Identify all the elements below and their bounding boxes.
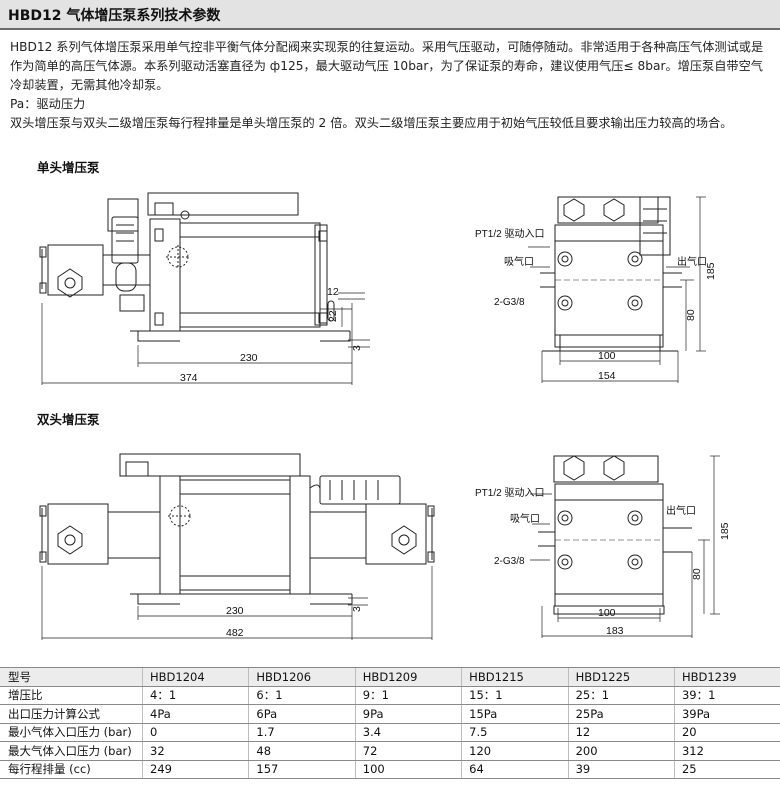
table-cell: 15：1 [461,686,569,705]
table-cell: 48 [248,741,356,761]
single-head-label: 单头增压泵 [37,160,100,175]
single-dim-12: 12 [327,286,339,298]
single-dim-22: 22 [327,310,339,322]
table-cell: HBD1206 [248,667,356,687]
table-cell: 120 [461,741,569,761]
table-cell: 4Pa [141,704,249,724]
double-label-outlet: 出气口 [666,504,696,517]
spec-table: 型号 HBD1204 HBD1206 HBD1209 HBD1215 HBD12… [0,667,780,779]
table-cell: HBD1215 [461,667,569,687]
table-row: 型号 HBD1204 HBD1206 HBD1209 HBD1215 HBD12… [0,667,780,687]
double-label-intake: 吸气口 [510,512,540,525]
table-cell: 型号 [0,667,143,687]
table-cell: HBD1239 [673,667,780,687]
intro-paragraph-2: Pa：驱动压力 [10,97,86,111]
single-side-view-drawing: 12 22 3 230 374 [39,192,370,385]
table-cell: HBD1204 [141,667,249,687]
double-dim-3: 3 [351,606,363,612]
table-cell: 72 [354,741,462,761]
single-dim-185: 185 [705,262,717,280]
table-row: 最小气体入口压力 (bar) 0 1.7 3.4 7.5 12 20 [0,723,780,742]
single-label-drive-inlet: PT1/2 驱动入口 [475,228,544,240]
table-row: 增压比 4：1 6：1 9：1 15：1 25：1 39：1 [0,686,780,705]
double-head-label: 双头增压泵 [37,412,100,427]
table-row: 出口压力计算公式 4Pa 6Pa 9Pa 15Pa 25Pa 39Pa [0,704,780,724]
single-dim-100: 100 [598,350,616,362]
table-cell: 1.7 [248,723,356,742]
table-cell: 每行程排量 (cc) [0,760,143,779]
double-end-view-drawing: PT1/2 驱动入口 吸气口 出气口 2-G3/8 185 80 100 183 [475,455,731,638]
table-cell: 25：1 [567,686,675,705]
title-bar: HBD12 气体增压泵系列技术参数 [0,0,780,30]
single-dim-80: 80 [685,309,697,321]
single-end-view-drawing: PT1/2 驱动入口 吸气口 出气口 2-G3/8 185 80 100 154 [475,196,717,383]
table-cell: 0 [141,723,249,742]
table-cell: 7.5 [461,723,569,742]
double-side-view-drawing: 3 230 482 [39,453,435,640]
table-cell: 64 [461,760,569,779]
table-row: 每行程排量 (cc) 249 157 100 64 39 25 [0,760,780,779]
double-dim-183: 183 [606,625,624,637]
table-cell: 12 [567,723,675,742]
single-label-intake: 吸气口 [504,255,534,268]
table-cell: 32 [141,741,249,761]
table-cell: HBD1225 [567,667,675,687]
table-cell: 39：1 [673,686,780,705]
single-label-port: 2-G3/8 [494,297,525,308]
table-cell: 249 [141,760,249,779]
double-dim-185: 185 [719,522,731,540]
intro-paragraph-1: HBD12 系列气体增压泵采用单气控非平衡气体分配阀来实现泵的往复运动。采用气压… [10,40,764,92]
table-cell: 出口压力计算公式 [0,704,143,724]
single-dim-154: 154 [598,370,616,382]
table-cell: 4：1 [141,686,249,705]
table-cell: 312 [673,741,780,761]
double-label-drive-inlet: PT1/2 驱动入口 [475,487,544,499]
table-cell: 200 [567,741,675,761]
table-cell: 20 [673,723,780,742]
table-cell: 9Pa [354,704,462,724]
table-cell: 15Pa [461,704,569,724]
table-cell: 25 [673,760,780,779]
table-cell: 25Pa [567,704,675,724]
single-dim-374: 374 [180,372,198,384]
page-title: HBD12 气体增压泵系列技术参数 [8,8,221,24]
double-label-port: 2-G3/8 [494,556,525,567]
table-cell: 6Pa [248,704,356,724]
double-dim-80: 80 [691,568,703,580]
double-dim-482: 482 [226,627,244,639]
table-cell: 最大气体入口压力 (bar) [0,741,143,761]
single-label-outlet: 出气口 [677,255,707,268]
table-cell: 39Pa [673,704,780,724]
single-dim-230: 230 [240,352,258,364]
single-dim-3: 3 [351,345,363,351]
table-cell: 100 [354,760,462,779]
table-cell: 9：1 [354,686,462,705]
intro-text: HBD12 系列气体增压泵采用单气控非平衡气体分配阀来实现泵的往复运动。采用气压… [10,38,775,133]
double-dim-100: 100 [598,607,616,619]
table-cell: 6：1 [248,686,356,705]
table-cell: 157 [248,760,356,779]
table-cell: 3.4 [354,723,462,742]
table-cell: 39 [567,760,675,779]
table-cell: 最小气体入口压力 (bar) [0,723,143,742]
table-cell: 增压比 [0,686,143,705]
table-row: 最大气体入口压力 (bar) 32 48 72 120 200 312 [0,741,780,761]
double-dim-230: 230 [226,605,244,617]
intro-paragraph-3: 双头增压泵与双头二级增压泵每行程排量是单头增压泵的 2 倍。双头二级增压泵主要应… [10,116,733,130]
table-cell: HBD1209 [354,667,462,687]
